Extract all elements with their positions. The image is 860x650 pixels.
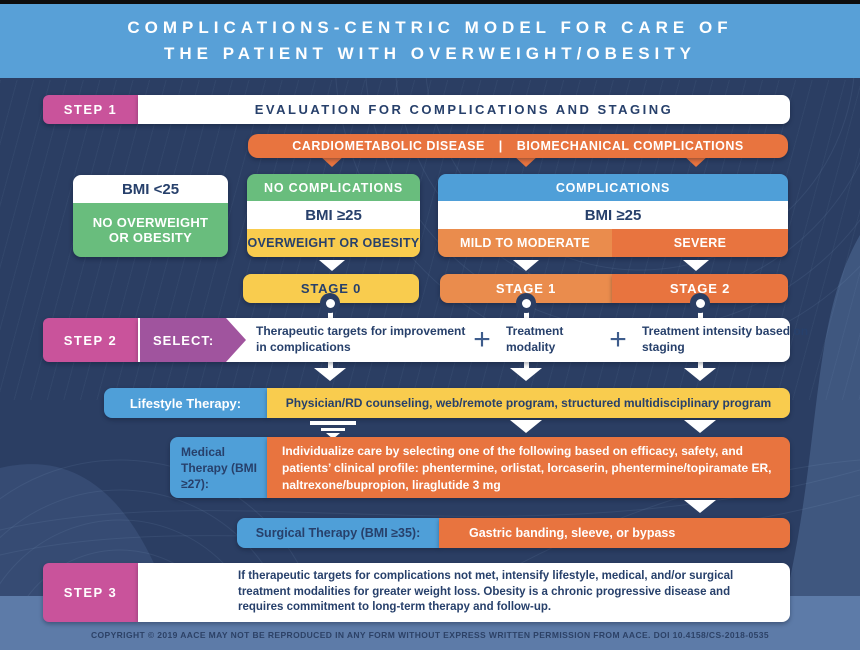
complications-header: COMPLICATIONS [438, 174, 788, 201]
connector-dot-icon [516, 293, 536, 313]
step1-badge: STEP 1 [43, 95, 138, 124]
medical-therapy-label: Medical Therapy (BMI ≥27): [170, 437, 267, 498]
surgical-therapy-bar: Gastric banding, sleeve, or bypass [439, 518, 790, 548]
no-complications-box: NO COMPLICATIONS BMI ≥25 OVERWEIGHT OR O… [247, 174, 420, 257]
complications-box: COMPLICATIONS BMI ≥25 MILD TO MODERATE S… [438, 174, 788, 257]
down-arrow-icon [319, 260, 345, 271]
flow-terminator-icon [321, 428, 345, 431]
flow-terminator-icon [326, 433, 340, 439]
mild-to-moderate-label: MILD TO MODERATE [438, 229, 612, 257]
complications-banner: CARDIOMETABOLIC DISEASE | BIOMECHANICAL … [248, 134, 788, 158]
banner-pointer-icon [683, 155, 709, 167]
down-arrow-icon [510, 368, 542, 381]
connector-dot-icon [690, 293, 710, 313]
step1-heading: EVALUATION FOR COMPLICATIONS AND STAGING [138, 95, 790, 124]
lifestyle-therapy-label: Lifestyle Therapy: [104, 388, 267, 418]
bmi-under-25-label: BMI <25 [73, 175, 228, 203]
banner-right-label: BIOMECHANICAL COMPLICATIONS [516, 139, 744, 153]
no-complications-header: NO COMPLICATIONS [247, 174, 420, 201]
step2-item-modality: Treatment modality [506, 324, 564, 354]
select-chevron: SELECT: [140, 318, 246, 362]
connector-dot-icon [320, 293, 340, 313]
step3-text: If therapeutic targets for complications… [138, 563, 790, 622]
bmi-over-25-label: BMI ≥25 [438, 201, 788, 229]
down-arrow-icon [510, 420, 542, 433]
step2-item-intensity: Treatment intensity based on staging [642, 324, 809, 354]
down-arrow-icon [684, 420, 716, 433]
banner-pointer-icon [513, 155, 539, 167]
down-arrow-icon [684, 500, 716, 513]
medical-therapy-box: Individualize care by selecting one of t… [267, 437, 790, 498]
banner-pointer-icon [319, 155, 345, 167]
plus-icon: + [609, 323, 627, 356]
plus-icon: + [473, 323, 491, 356]
banner-left-label: CARDIOMETABOLIC DISEASE [292, 139, 485, 153]
down-arrow-icon [683, 260, 709, 271]
no-overweight-label: NO OVERWEIGHT OR OBESITY [73, 203, 228, 257]
bmi-over-25-label: BMI ≥25 [247, 201, 420, 229]
severe-label: SEVERE [612, 229, 788, 257]
step2-bar [138, 318, 790, 362]
copyright-text: COPYRIGHT © 2019 AACE MAY NOT BE REPRODU… [90, 630, 770, 640]
page-title-line1: COMPLICATIONS-CENTRIC MODEL FOR CARE OF [127, 18, 733, 37]
down-arrow-icon [684, 368, 716, 381]
no-overweight-box: BMI <25 NO OVERWEIGHT OR OBESITY [73, 175, 228, 257]
header-banner: COMPLICATIONS-CENTRIC MODEL FOR CARE OF … [0, 4, 860, 78]
down-arrow-icon [314, 368, 346, 381]
down-arrow-icon [513, 260, 539, 271]
overweight-or-obesity-label: OVERWEIGHT OR OBESITY [247, 229, 420, 257]
step2-item-targets: Therapeutic targets for improvement in c… [256, 324, 466, 354]
flow-terminator-icon [310, 421, 356, 425]
step2-badge: STEP 2 [43, 318, 138, 362]
lifestyle-therapy-bar: Physician/RD counseling, web/remote prog… [267, 388, 790, 418]
top-border [0, 0, 860, 4]
surgical-therapy-label: Surgical Therapy (BMI ≥35): [237, 518, 439, 548]
page-title-line2: THE PATIENT WITH OVERWEIGHT/OBESITY [163, 44, 696, 63]
banner-divider: | [498, 139, 503, 153]
step3-badge: STEP 3 [43, 563, 138, 622]
